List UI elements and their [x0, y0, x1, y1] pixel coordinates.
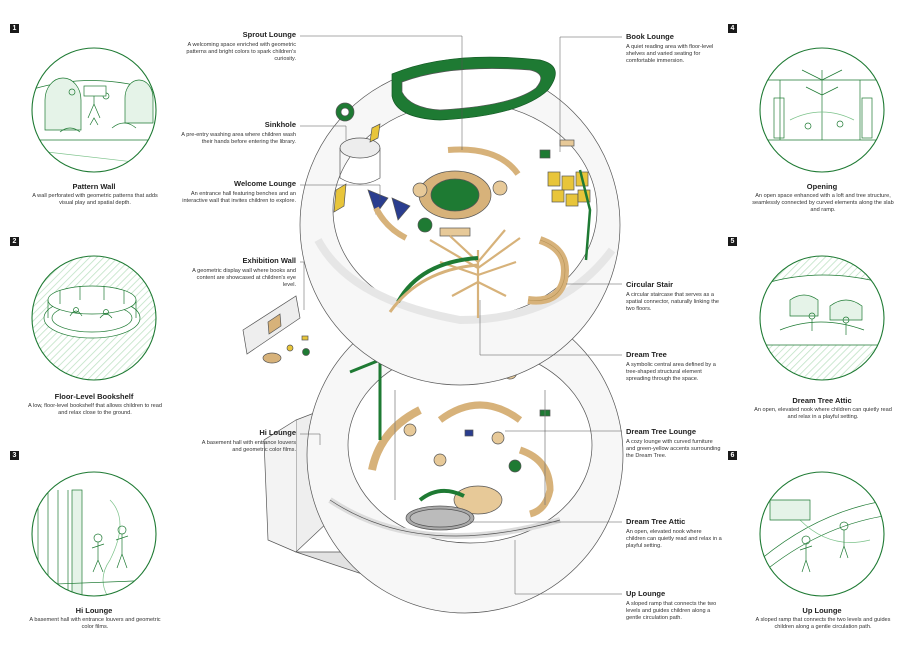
- callout-sinkhole: Sinkhole A pre-entry washing area where …: [176, 120, 296, 146]
- vignette-desc-3: A basement hall with entrance louvers an…: [29, 617, 161, 630]
- callout-desc: A welcoming space enriched with geometri…: [186, 42, 296, 62]
- callout-title: Welcome Lounge: [234, 179, 296, 188]
- callout-title: Hi Lounge: [259, 428, 296, 437]
- callout-dream-tree: Dream Tree A symbolic central area defin…: [626, 350, 722, 383]
- callout-title: Exhibition Wall: [242, 256, 296, 265]
- callout-title: Up Lounge: [626, 589, 666, 598]
- vignette-title-1: Pattern Wall: [72, 182, 116, 191]
- upper-level: [299, 56, 621, 386]
- callout-exhibition-wall: Exhibition Wall A geometric display wall…: [186, 256, 296, 289]
- bookshelf-sketch: [32, 256, 156, 380]
- up-lounge-sketch: [760, 472, 884, 596]
- vignette-desc-2: A low, floor-level bookshelf that allows…: [28, 403, 163, 416]
- opening-sketch: [760, 48, 884, 172]
- callout-title: Dream Tree Attic: [626, 517, 686, 526]
- callout-dream-tree-attic: Dream Tree Attic An open, elevated nook …: [626, 517, 722, 550]
- callout-title: Dream Tree: [626, 350, 667, 359]
- callout-desc: A cozy lounge with curved furniture and …: [626, 439, 721, 459]
- vignette-number-1: 1: [10, 24, 19, 33]
- callout-title: Circular Stair: [626, 280, 674, 289]
- callout-title: Book Lounge: [626, 32, 674, 41]
- callout-up-lounge: Up Lounge A sloped ramp that connects th…: [626, 589, 722, 622]
- vignette-desc-4: An open space enhanced with a loft and t…: [752, 193, 894, 213]
- callout-desc: An entrance hall featuring benches and a…: [182, 191, 296, 204]
- callout-dream-tree-lounge: Dream Tree Lounge A cozy lounge with cur…: [626, 427, 722, 460]
- vignette-title-5: Dream Tree Attic: [792, 396, 852, 405]
- callout-book-lounge: Book Lounge A quiet reading area with fl…: [626, 32, 722, 65]
- dream-tree-attic-sketch: [760, 256, 884, 380]
- callout-circular-stair: Circular Stair A circular staircase that…: [626, 280, 722, 313]
- callout-desc: A symbolic central area defined by a tre…: [626, 362, 716, 382]
- vignette-number-3: 3: [10, 451, 19, 460]
- vignette-number-2: 2: [10, 237, 19, 246]
- vignette-number-4: 4: [728, 24, 737, 33]
- vignette-desc-1: A wall perforated with geometric pattern…: [32, 193, 158, 206]
- vignette-desc-5: An open, elevated nook where children ca…: [754, 407, 892, 420]
- vignette-title-4: Opening: [806, 182, 838, 191]
- vignette-number-5: 5: [728, 237, 737, 246]
- pattern-wall-sketch: [32, 48, 156, 172]
- callout-desc: A basement hall with entrance louvers an…: [201, 440, 296, 453]
- vignette-number-6: 6: [728, 451, 737, 460]
- vignette-title-6: Up Lounge: [802, 606, 842, 615]
- callout-hi-lounge: Hi Lounge A basement hall with entrance …: [196, 428, 296, 454]
- callout-desc: An open, elevated nook where children ca…: [626, 529, 722, 549]
- callout-desc: A sloped ramp that connects the two leve…: [626, 601, 717, 621]
- lower-level: [263, 296, 624, 614]
- exhibition-wall-fragment: [242, 295, 310, 364]
- callout-desc: A geometric display wall where books and…: [192, 268, 296, 288]
- callout-sprout-lounge: Sprout Lounge A welcoming space enriched…: [176, 30, 296, 63]
- vignette-desc-6: A sloped ramp that connects the two leve…: [755, 617, 891, 630]
- vignette-title-3: Hi Lounge: [75, 606, 113, 615]
- leader-lines: [300, 35, 622, 595]
- callout-desc: A quiet reading area with floor-level sh…: [626, 44, 714, 64]
- callout-title: Sprout Lounge: [242, 30, 296, 39]
- hi-lounge-sketch: [32, 472, 156, 596]
- vignette-title-2: Floor-Level Bookshelf: [54, 392, 134, 401]
- callout-title: Sinkhole: [264, 120, 296, 129]
- callout-desc: A circular staircase that serves as a sp…: [626, 292, 719, 312]
- callout-desc: A pre-entry washing area where children …: [181, 132, 296, 145]
- callout-title: Dream Tree Lounge: [626, 427, 697, 436]
- callout-welcome-lounge: Welcome Lounge An entrance hall featurin…: [176, 179, 296, 205]
